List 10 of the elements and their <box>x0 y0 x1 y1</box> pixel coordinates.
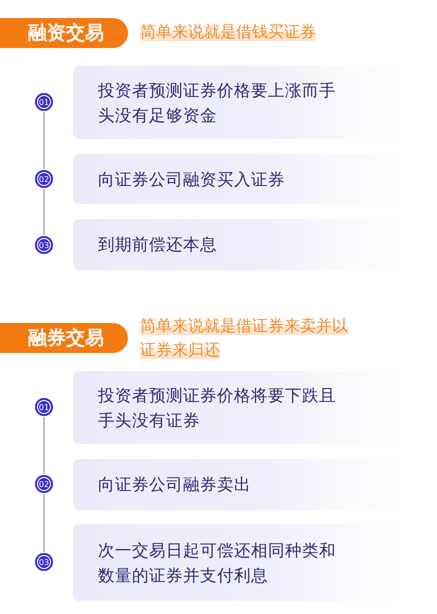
summary-text: 简单来说就是借证券来卖并以证券来归还 <box>140 315 349 361</box>
step-number: 03 <box>35 553 53 571</box>
step-number: 01 <box>35 93 53 111</box>
step-number: 02 <box>35 475 53 493</box>
step-number: 01 <box>35 398 53 416</box>
step-number: 03 <box>35 236 53 254</box>
section-tag: 融券交易 <box>0 323 128 353</box>
section-tag: 融资交易 <box>0 18 128 48</box>
summary-text: 简单来说就是借钱买证券 <box>140 21 317 43</box>
step-number: 02 <box>35 170 53 188</box>
